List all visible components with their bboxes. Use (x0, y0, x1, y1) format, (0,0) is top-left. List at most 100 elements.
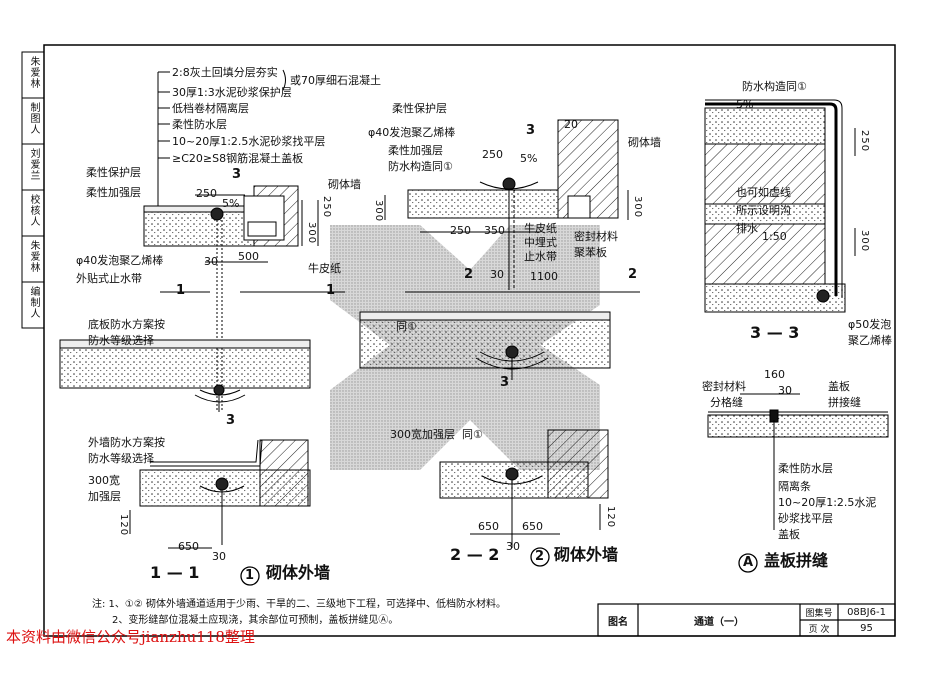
left-layer-4: 10~20厚1:2.5水泥砂浆找平层 (172, 135, 326, 148)
side-strip-2: 刘爱兰 (28, 148, 39, 181)
joint-label-seal: 密封材料 (702, 380, 746, 393)
note-2: 2、变形缝部位混凝土应现浇，其余部位可预制，盖板拼缝见Ⓐ。 (112, 615, 399, 626)
center-label-wall: 砌体墙 (628, 136, 661, 149)
left-alt-note: 或70厚细石混凝土 (290, 74, 381, 87)
title-name: 通道（一） (694, 616, 744, 628)
right-dim-scale: 1:50 (762, 230, 787, 243)
left-label-waterstop: 外贴式止水带 (76, 272, 142, 285)
left-caption-num: 1 (245, 568, 255, 583)
joint-label-cover-2: 盖板 (778, 528, 800, 541)
left-dim-300: 300 (306, 222, 317, 245)
center-label-same-lower: 同① (462, 428, 483, 441)
left-mark-3-bottom: 3 (226, 413, 236, 428)
left-mark-1-right: 1 (326, 283, 336, 298)
left-dim-500: 500 (238, 250, 259, 263)
right-label-dash-1: 所示设明沟 (736, 204, 791, 217)
note-1: 注: 1、①② 砌体外墙通道适用于少雨、干旱的二、三级地下工程，可选择中、低档防… (92, 599, 507, 610)
right-label-dash-2: 排水 (736, 222, 758, 235)
joint-caption-num: A (743, 555, 754, 570)
left-floor-note-0: 底板防水方案按 (88, 318, 165, 331)
right-caption-section: 3 — 3 (750, 323, 800, 342)
center-label-eps: 聚苯板 (574, 246, 607, 259)
center-dim-30-lower: 30 (506, 540, 520, 553)
center-label-protect: 柔性保护层 (392, 102, 447, 115)
joint-label-cover: 盖板 (828, 380, 850, 393)
joint-dim-30: 30 (778, 384, 792, 397)
left-mark-1-left: 1 (176, 283, 186, 298)
left-caption-section: 1 — 1 (150, 563, 200, 582)
right-label-rod-0: φ50发泡 (848, 318, 892, 331)
title-name-label: 图名 (608, 616, 628, 628)
center-dim-120: 120 (605, 506, 616, 529)
center-caption-text: 砌体外墙 (554, 545, 619, 564)
left-layer-1: 30厚1:3水泥砂浆保护层 (172, 86, 292, 99)
center-mark-3-top: 3 (526, 123, 536, 138)
center-label-reinforce: 柔性加强层 (388, 144, 443, 157)
left-dim-250b: 250 (321, 196, 332, 219)
center-dim-250b: 250 (450, 224, 471, 237)
left-lower-dim-30: 30 (212, 550, 226, 563)
center-mark-2-left: 2 (464, 267, 474, 282)
left-lower-label-0: 300宽 (88, 474, 120, 487)
left-label-wall: 砌体墙 (328, 178, 361, 191)
center-dim-350: 350 (484, 224, 505, 237)
center-label-same-floor: 同① (396, 320, 417, 333)
side-strip-5: 编制人 (28, 286, 39, 319)
left-label-reinforce: 柔性加强层 (86, 186, 141, 199)
title-atlas-label: 图集号 (805, 608, 833, 619)
joint-label-seam: 拼接缝 (828, 396, 861, 409)
center-label-rod: φ40发泡聚乙烯棒 (368, 126, 456, 139)
left-dim-slope: 5% (222, 197, 240, 210)
center-label-embedded: 中埋式 (524, 236, 557, 249)
center-dim-slope: 5% (520, 152, 538, 165)
center-mark-3-bottom: 3 (500, 375, 510, 390)
right-label-dash-0: 也可如虚线 (736, 186, 791, 199)
center-label-seal: 密封材料 (574, 230, 618, 243)
center-caption-num: 2 (535, 549, 545, 564)
center-dim-30: 30 (490, 268, 504, 281)
title-page: 95 (860, 622, 873, 634)
title-page-label: 页 次 (808, 624, 830, 635)
right-label-same: 防水构造同① (742, 80, 807, 93)
right-dim-300: 300 (859, 230, 870, 253)
center-dim-250: 250 (482, 148, 503, 161)
right-label-rod-1: 聚乙烯棒 (848, 334, 892, 347)
center-dim-20: 20 (564, 118, 578, 131)
left-label-rod: φ40发泡聚乙烯棒 (76, 254, 164, 267)
side-strip-3: 校核人 (28, 194, 39, 227)
left-lower-dim-120: 120 (118, 514, 129, 537)
joint-caption-text: 盖板拼缝 (764, 551, 829, 570)
center-dim-650-right: 650 (522, 520, 543, 533)
left-label-protect: 柔性保护层 (86, 166, 141, 179)
left-mark-3-top: 3 (232, 167, 242, 182)
center-label-waterstop: 止水带 (524, 250, 557, 263)
center-dim-1100: 1100 (530, 270, 558, 283)
watermark-text: 本资料由微信公众号jianzhu118整理 (6, 628, 255, 646)
title-atlas: 08BJ6-1 (847, 606, 886, 618)
left-caption-text: 砌体外墙 (266, 563, 331, 582)
joint-label-strip: 隔离条 (778, 480, 811, 493)
left-lower-label-1: 加强层 (88, 490, 121, 503)
left-label-kraft: 牛皮纸 (308, 262, 341, 275)
joint-label-screed-0: 10~20厚1:2.5水泥 (778, 496, 877, 509)
left-layer-5: ≥C20≥S8钢筋混凝土盖板 (172, 152, 304, 165)
joint-label-membrane: 柔性防水层 (778, 462, 833, 475)
left-lower-note-1: 防水等级选择 (88, 452, 154, 465)
left-layer-2: 低档卷材隔离层 (172, 102, 249, 115)
left-layer-3: 柔性防水层 (172, 118, 227, 131)
center-dim-300-left: 300 (373, 200, 384, 223)
center-label-same: 防水构造同① (388, 160, 453, 173)
right-dim-250: 250 (859, 130, 870, 153)
left-lower-note-0: 外墙防水方案按 (88, 436, 165, 449)
center-mark-2-right: 2 (628, 267, 638, 282)
center-dim-650-left: 650 (478, 520, 499, 533)
left-dim-30: 30 (204, 255, 218, 268)
left-layer-0: 2:8灰土回填分层夯实 (172, 66, 278, 79)
side-strip-0: 朱爱林 (28, 56, 39, 89)
center-caption-section: 2 — 2 (450, 545, 500, 564)
center-label-kraft: 牛皮纸 (524, 222, 557, 235)
side-strip-4: 朱爱林 (28, 240, 39, 273)
center-label-300: 300宽加强层 (390, 428, 455, 441)
center-dim-300-right: 300 (632, 196, 643, 219)
